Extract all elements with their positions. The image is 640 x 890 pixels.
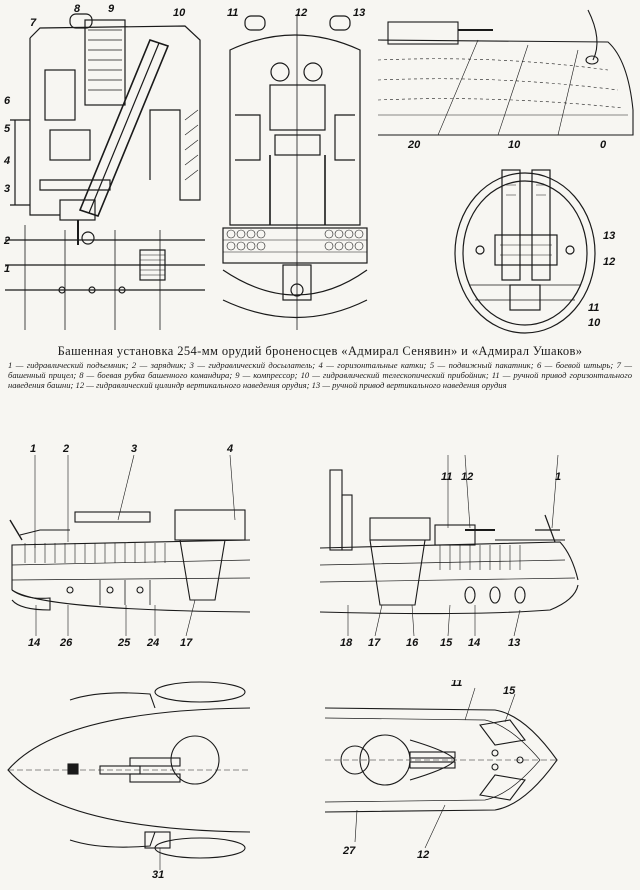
stern-label-16: 16 — [406, 637, 419, 649]
stern-plan-label-11: 11 — [451, 680, 463, 689]
bow-label-14: 14 — [28, 637, 41, 649]
caption-legend: 1 — гидравлический подъемник; 2 — зарядн… — [8, 360, 632, 390]
bow-plan-drawing — [7, 681, 250, 870]
label-11: 11 — [227, 7, 239, 19]
plan-label-10: 10 — [588, 317, 601, 329]
label-10: 10 — [173, 7, 186, 19]
label-7: 7 — [30, 17, 37, 29]
stern-label-14: 14 — [468, 637, 481, 649]
stern-plan-view: 11 15 27 12 — [325, 680, 640, 890]
bow-label-25: 25 — [118, 637, 131, 649]
stern-plan-label-12: 12 — [417, 849, 430, 861]
stern-plan-label-27: 27 — [343, 845, 356, 857]
bow-label-2: 2 — [63, 443, 70, 455]
stern-label-17: 17 — [368, 637, 381, 649]
turret-plan-view: 13 12 11 10 — [440, 165, 640, 340]
stern-label-18: 18 — [340, 637, 353, 649]
scale-10: 10 — [508, 139, 521, 151]
label-1: 1 — [4, 263, 11, 275]
scale-20: 20 — [408, 139, 421, 151]
turret-front-section: 11 12 13 — [215, 0, 375, 330]
bow-label-4: 4 — [227, 443, 234, 455]
stern-label-13: 13 — [508, 637, 521, 649]
label-9: 9 — [108, 3, 115, 15]
plan-label-12: 12 — [603, 256, 616, 268]
bow-profile: 1 2 3 4 14 26 25 24 17 — [0, 440, 250, 670]
label-3: 3 — [4, 183, 11, 195]
turret-side-drawing — [5, 13, 205, 330]
caption-title: Башенная установка 254-мм орудий бронено… — [57, 344, 583, 358]
turret-side-section: 7 8 9 10 6 5 4 3 2 1 — [0, 0, 205, 330]
stern-plan-drawing — [325, 687, 558, 849]
bow-plan-label-31: 31 — [152, 869, 165, 881]
label-2: 2 — [4, 235, 11, 247]
label-6: 6 — [4, 95, 11, 107]
bow-label-17: 17 — [180, 637, 193, 649]
turret-front-drawing — [222, 14, 368, 330]
bow-label-1: 1 — [30, 443, 37, 455]
label-5: 5 — [4, 123, 11, 135]
bow-label-3: 3 — [131, 443, 138, 455]
turret-plan-drawing — [454, 169, 596, 334]
stern-label-1: 1 — [555, 471, 562, 483]
stern-profile: 11 12 1 18 17 16 15 14 13 — [320, 440, 640, 670]
stern-label-15: 15 — [440, 637, 453, 649]
figure-caption: Башенная установка 254-мм орудий бронено… — [8, 344, 632, 390]
plan-label-11: 11 — [588, 302, 600, 314]
bow-plan-view: 31 — [0, 680, 250, 890]
stern-plan-label-15: 15 — [503, 685, 516, 697]
label-8: 8 — [74, 3, 81, 15]
label-13: 13 — [353, 7, 366, 19]
label-4: 4 — [4, 155, 11, 167]
bow-label-26: 26 — [60, 637, 73, 649]
stern-profile-drawing — [320, 454, 579, 637]
hull-side-profile: 20 10 0 — [378, 0, 640, 160]
scale-0: 0 — [600, 139, 607, 151]
hull-side-drawing — [378, 9, 634, 136]
bow-profile-drawing — [9, 454, 250, 637]
stern-label-12: 12 — [461, 471, 474, 483]
label-12: 12 — [295, 7, 308, 19]
bow-label-24: 24 — [147, 637, 160, 649]
stern-label-11: 11 — [441, 471, 453, 483]
plan-label-13: 13 — [603, 230, 616, 242]
